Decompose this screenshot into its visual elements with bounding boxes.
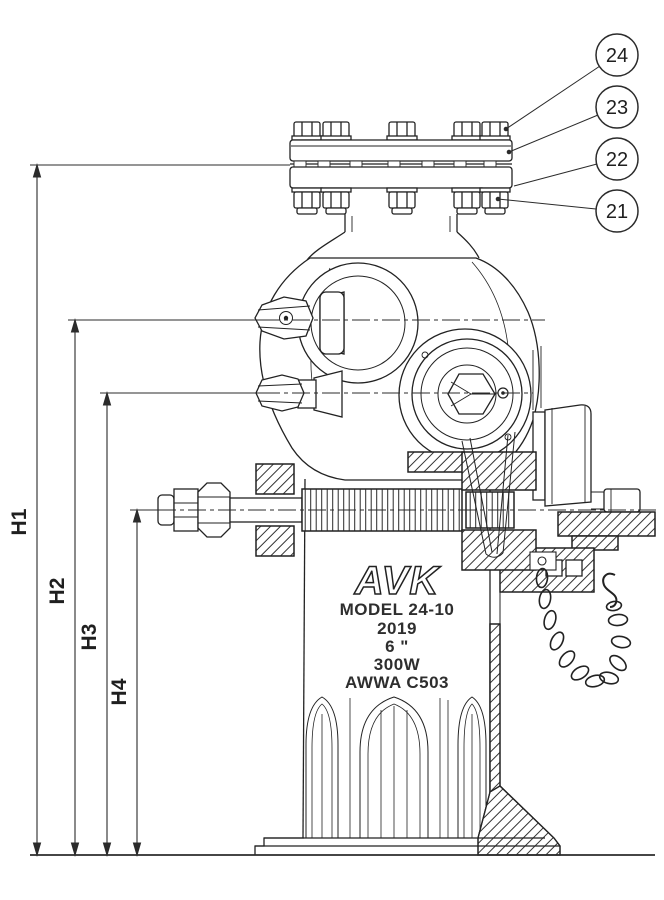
nameplate: AVK MODEL 24-10 2019 6 " 300W AWWA C503: [340, 558, 455, 692]
callout-balloons: 24 23 22 21: [495, 33, 639, 233]
barrel-flutes: [305, 696, 487, 838]
lower-flange-plate: [289, 166, 513, 189]
upper-flange-plate: [289, 139, 513, 162]
flange-bolts-top: [291, 121, 511, 141]
base-flange: [254, 785, 561, 856]
balloon-22-label: 22: [606, 149, 628, 171]
gasket-serrations: [293, 160, 497, 168]
body-rib-section: [407, 451, 465, 473]
dimension-h2: H2: [46, 318, 545, 857]
dimension-lines: H1 H2 H3 H4: [8, 163, 658, 857]
balloon-24: 24: [503, 33, 639, 132]
nameplate-pressure: 300W: [374, 655, 421, 674]
dimension-h3: H3: [78, 391, 533, 857]
balloon-23-label: 23: [606, 97, 628, 119]
upper-neck: [306, 214, 480, 261]
dim-label-h4: H4: [108, 678, 131, 705]
nameplate-size: 6 ": [385, 637, 409, 656]
balloon-21-label: 21: [606, 201, 628, 223]
hydrant-body: AVK MODEL 24-10 2019 6 " 300W AWWA C503: [157, 121, 656, 856]
dim-label-h1: H1: [8, 508, 31, 535]
stem-bracket-section: [255, 463, 295, 557]
dim-label-h3: H3: [78, 624, 101, 651]
balloon-23: 23: [506, 85, 639, 155]
nameplate-standard: AWWA C503: [345, 673, 449, 692]
flange-nuts-bottom: [291, 187, 511, 215]
nameplate-model: MODEL 24-10: [340, 600, 455, 619]
balloon-21: 21: [495, 189, 639, 233]
nameplate-year: 2019: [377, 619, 417, 638]
avk-logo: AVK: [354, 559, 442, 603]
balloon-24-label: 24: [606, 45, 628, 67]
chain-s-hook: [602, 572, 618, 608]
balloon-22: 22: [513, 137, 639, 187]
stuffing-box-section: [461, 451, 537, 571]
dim-label-h2: H2: [46, 578, 69, 605]
cap-straps: [461, 431, 516, 558]
front-nozzle-cap: [398, 328, 532, 462]
cap-chain: [529, 551, 632, 688]
dimension-h1: H1: [8, 163, 290, 857]
flange-assembly: [289, 121, 513, 215]
outlet-flange-section: [557, 511, 656, 551]
dimension-h4: H4: [108, 508, 658, 857]
pumper-nozzle: [254, 262, 419, 384]
